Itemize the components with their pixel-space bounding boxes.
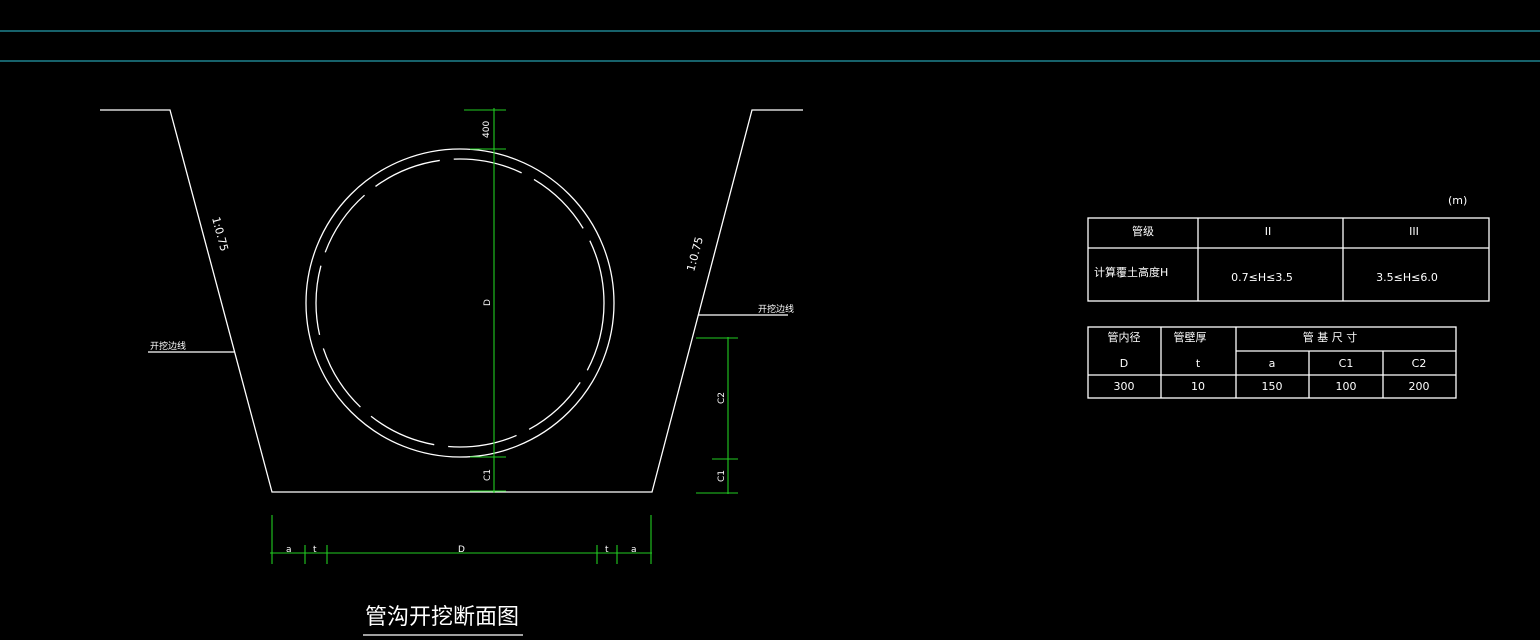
pipe-outer-circle	[305, 148, 615, 458]
table2-value-d: 300	[1114, 380, 1135, 393]
dim-label-c2: C2	[717, 392, 727, 404]
table2-value-t: 10	[1191, 380, 1205, 393]
dim-bottom-label-t-left: t	[313, 545, 317, 555]
unit-note: (m)	[1448, 194, 1467, 207]
table2-sub-d: D	[1120, 357, 1128, 370]
table1-row-label: 计算覆土高度H	[1094, 265, 1168, 279]
table2-sub-t: t	[1196, 357, 1201, 370]
pipe-inner-circle	[315, 158, 605, 448]
dim-label-400: 400	[482, 121, 492, 138]
table2-header-base: 管 基 尺 寸	[1303, 330, 1358, 344]
dim-bottom-label-a-left: a	[286, 545, 292, 555]
table1-header-iii: III	[1409, 225, 1419, 238]
table1-header-grade: 管级	[1132, 224, 1154, 238]
table2-sub-c2: C2	[1412, 357, 1427, 370]
slope-label-right: 1:0.75	[684, 235, 706, 272]
table2-header-inner-dia: 管内径	[1108, 330, 1141, 344]
drawing-title: 管沟开挖断面图	[365, 605, 519, 630]
table-pipe-grade: 管级 II III 计算覆土高度H 0.7≤H≤3.5 3.5≤H≤6.0	[1087, 217, 1490, 302]
dim-bottom-label-a-right: a	[631, 545, 637, 555]
dim-bottom-label-d: D	[458, 545, 465, 555]
table2-sub-c1: C1	[1339, 357, 1354, 370]
dim-label-c1-right: C1	[717, 470, 727, 482]
excavation-label-right: 开挖边线	[758, 303, 794, 315]
trench-outline	[100, 109, 803, 493]
table-pipe-dimensions: 管内径 管壁厚 管 基 尺 寸 D t a C1 C2 300 10 150 1…	[1087, 326, 1457, 399]
table1-header-ii: II	[1265, 225, 1272, 238]
table2-header-wall: 管壁厚	[1174, 330, 1207, 344]
table2-sub-a: a	[1269, 357, 1276, 370]
table1-value-ii: 0.7≤H≤3.5	[1231, 271, 1293, 284]
table2-value-c2: 200	[1409, 380, 1430, 393]
dim-bottom-label-t-right: t	[605, 545, 609, 555]
dim-label-c1-center: C1	[483, 469, 493, 481]
table2-value-a: 150	[1262, 380, 1283, 393]
table1-value-iii: 3.5≤H≤6.0	[1376, 271, 1438, 284]
slope-label-left: 1:0.75	[209, 215, 231, 252]
dim-label-d-vertical: D	[483, 299, 493, 306]
table2-value-c1: 100	[1336, 380, 1357, 393]
excavation-label-left: 开挖边线	[150, 340, 186, 352]
